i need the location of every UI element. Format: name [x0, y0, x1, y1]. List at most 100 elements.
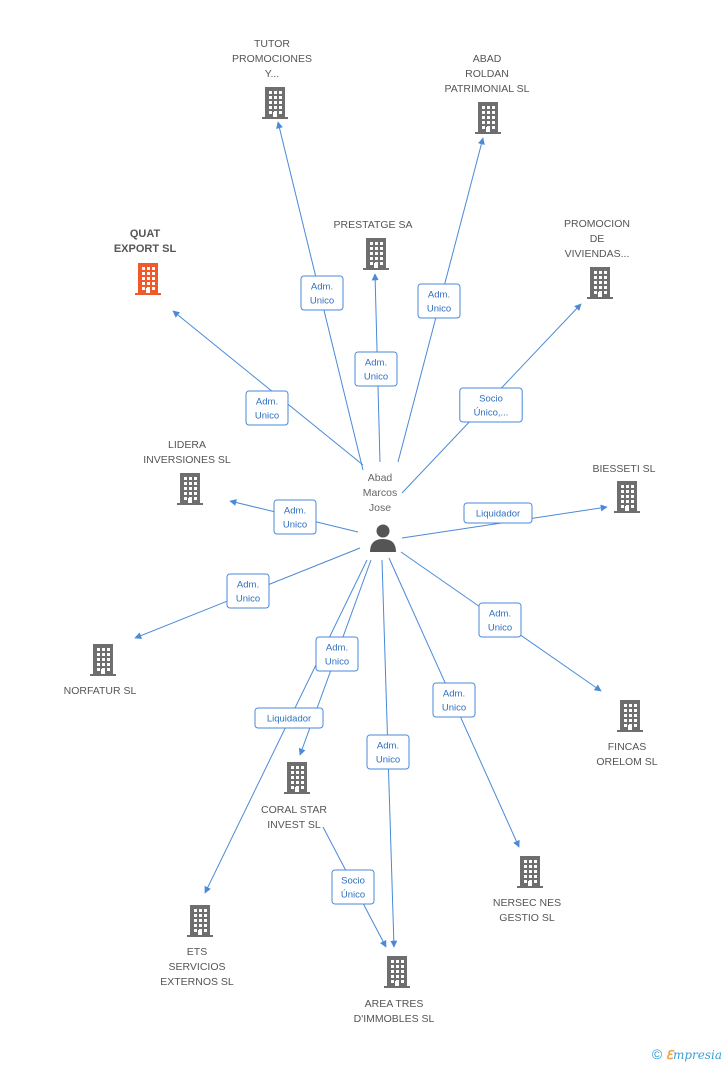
company-name-norfatur: NORFATUR SL	[64, 685, 137, 697]
building-icon	[384, 956, 410, 988]
relation-label-text: Unico	[364, 372, 388, 383]
company-name-fincas: ORELOM SL	[596, 756, 657, 768]
relation-label-text: Unico	[325, 657, 349, 668]
company-node-coral[interactable]	[284, 762, 310, 794]
brand-logo: ℇmpresia	[665, 1048, 722, 1062]
company-name-abad-roldan: PATRIMONIAL SL	[445, 83, 530, 95]
company-node-biesseti[interactable]	[614, 481, 640, 513]
building-icon	[587, 267, 613, 299]
person-name: Abad	[368, 472, 393, 484]
company-name-coral: INVEST SL	[267, 819, 321, 831]
company-name-biesseti: BIESSETI SL	[592, 463, 655, 475]
building-icon	[617, 700, 643, 732]
relation-label-text: Único	[341, 890, 365, 901]
company-node-nersec[interactable]	[517, 856, 543, 888]
company-name-quat: QUAT	[130, 228, 161, 240]
relation-label-text: Adm.	[365, 358, 387, 369]
company-node-norfatur[interactable]	[90, 644, 116, 676]
company-name-coral: CORAL STAR	[261, 804, 327, 816]
relation-label-norfatur[interactable]: Adm. Unico	[226, 573, 270, 609]
company-name-promocion: PROMOCION	[564, 218, 630, 230]
relation-label-text: Adm.	[443, 689, 465, 700]
relation-label-prestatge[interactable]: Adm. Unico	[354, 351, 398, 387]
company-name-nersec: NERSEC NES	[493, 897, 561, 909]
footer-brand: © ℇmpresia	[652, 1046, 722, 1062]
relation-label-text: Unico	[236, 594, 260, 605]
relation-label-nersec[interactable]: Adm. Unico	[432, 682, 476, 718]
relation-label-text: Unico	[442, 703, 466, 714]
company-name-nersec: GESTIO SL	[499, 912, 555, 924]
company-name-promocion: DE	[590, 233, 605, 245]
company-name-promocion: VIVIENDAS...	[565, 248, 630, 260]
relation-label-text: Unico	[310, 296, 334, 307]
building-icon	[517, 856, 543, 888]
company-node-area[interactable]	[384, 956, 410, 988]
relation-label-text: Único,...	[474, 408, 509, 419]
company-node-ets[interactable]	[187, 905, 213, 937]
relation-label-text: Adm.	[326, 643, 348, 654]
relation-label-area[interactable]: Adm. Unico	[366, 734, 410, 770]
building-icon	[135, 263, 161, 295]
relation-label-ets[interactable]: Liquidador	[254, 707, 324, 729]
person-name: Jose	[369, 502, 391, 514]
company-name-ets: SERVICIOS	[169, 961, 226, 973]
company-name-lidera: LIDERA	[168, 439, 206, 451]
company-name-ets: EXTERNOS SL	[160, 976, 234, 988]
company-name-tutor: TUTOR	[254, 38, 290, 50]
company-node-quat[interactable]	[135, 263, 161, 295]
relation-label-text: Adm.	[256, 397, 278, 408]
building-icon	[262, 87, 288, 119]
relation-label-fincas[interactable]: Adm. Unico	[478, 602, 522, 638]
company-node-tutor[interactable]	[262, 87, 288, 119]
building-icon	[90, 644, 116, 676]
company-name-lidera: INVERSIONES SL	[143, 454, 231, 466]
copyright-icon: ©	[651, 1046, 663, 1062]
company-node-fincas[interactable]	[617, 700, 643, 732]
company-node-abad-roldan[interactable]	[475, 102, 501, 134]
company-name-area: AREA TRES	[365, 998, 424, 1010]
relation-label-coral[interactable]: Adm. Unico	[315, 636, 359, 672]
relation-label-text: Adm.	[311, 282, 333, 293]
relation-label-text: Socio	[479, 394, 503, 405]
building-icon	[614, 481, 640, 513]
person-name: Marcos	[363, 487, 397, 499]
building-icon	[475, 102, 501, 134]
company-name-quat: EXPORT SL	[114, 243, 177, 255]
relation-label-text: Liquidador	[267, 714, 311, 725]
relation-label-text: Unico	[255, 411, 279, 422]
company-name-area: D'IMMOBLES SL	[354, 1013, 435, 1025]
building-icon	[284, 762, 310, 794]
building-icon	[187, 905, 213, 937]
relation-label-text: Unico	[283, 520, 307, 531]
company-node-promocion[interactable]	[587, 267, 613, 299]
relation-label-text: Unico	[427, 304, 451, 315]
company-node-lidera[interactable]	[177, 473, 203, 505]
relation-label-tutor[interactable]: Adm. Unico	[300, 275, 344, 311]
company-name-tutor: PROMOCIONES	[232, 53, 312, 65]
relation-label-biesseti[interactable]: Liquidador	[463, 502, 533, 524]
relation-label-text: Unico	[376, 755, 400, 766]
company-name-prestatge: PRESTATGE SA	[334, 219, 413, 231]
company-name-tutor: Y...	[265, 68, 279, 80]
company-name-fincas: FINCAS	[608, 741, 647, 753]
company-name-ets: ETS	[187, 946, 207, 958]
relation-label-text: Adm.	[489, 609, 511, 620]
company-name-abad-roldan: ROLDAN	[465, 68, 509, 80]
relation-label-lidera[interactable]: Adm.Unico	[273, 499, 317, 535]
person-icon[interactable]	[370, 524, 396, 553]
relation-label-text: Adm.	[237, 580, 259, 591]
relation-edge-quat	[172, 310, 364, 466]
building-icon	[363, 238, 389, 270]
relation-label-text: Socio	[341, 876, 365, 887]
company-name-abad-roldan: ABAD	[473, 53, 502, 65]
company-node-prestatge[interactable]	[363, 238, 389, 270]
relation-label-abad-roldan[interactable]: Adm. Unico	[417, 283, 461, 319]
relation-label-promocion[interactable]: SocioÚnico,...	[459, 387, 523, 423]
relation-label-text: Adm.	[428, 290, 450, 301]
relation-label-text: Unico	[488, 623, 512, 634]
building-icon	[177, 473, 203, 505]
relation-label-quat[interactable]: Adm. Unico	[245, 390, 289, 426]
relation-label-text: Adm.	[377, 741, 399, 752]
